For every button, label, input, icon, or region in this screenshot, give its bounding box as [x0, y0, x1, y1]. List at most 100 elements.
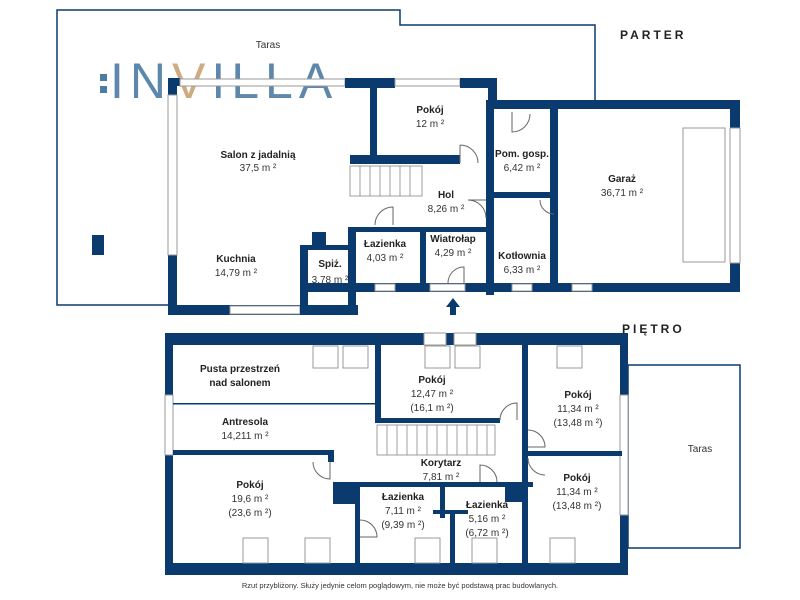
wall — [440, 485, 445, 518]
svg-text:19,6 m ²: 19,6 m ² — [232, 494, 269, 505]
svg-text:Kotłownia: Kotłownia — [498, 251, 546, 262]
door — [479, 464, 498, 483]
door — [359, 519, 378, 538]
door — [511, 112, 531, 133]
wall — [165, 563, 628, 575]
svg-text:Salon z jadalnią: Salon z jadalnią — [220, 150, 295, 161]
wall — [333, 482, 355, 504]
svg-text:4,29 m ²: 4,29 m ² — [435, 248, 472, 259]
svg-text:Kuchnia: Kuchnia — [216, 254, 256, 265]
wall — [333, 482, 533, 487]
wall — [522, 451, 622, 456]
room-label: Pusta przestrzeń nad salonem — [200, 364, 280, 389]
window — [167, 94, 178, 256]
svg-text:7,81 m ²: 7,81 m ² — [423, 472, 460, 483]
wall — [300, 245, 350, 250]
ground-floor-title: PARTER — [620, 28, 686, 42]
svg-text:Pokój: Pokój — [236, 480, 263, 491]
svg-text:Pokój: Pokój — [563, 473, 590, 484]
wall — [350, 155, 460, 164]
door — [374, 206, 394, 226]
wall — [328, 450, 334, 462]
terrace-outline — [627, 364, 741, 549]
roof-window — [471, 537, 498, 564]
roof-window — [424, 345, 451, 369]
room-label: Garaż 36,71 m ² — [601, 174, 644, 199]
roof-window — [414, 537, 441, 564]
svg-text:Korytarz: Korytarz — [421, 458, 462, 469]
staircase — [376, 424, 496, 456]
svg-text:(9,39 m ²): (9,39 m ²) — [381, 520, 424, 531]
window — [511, 283, 533, 292]
room-label: Salon z jadalnią 37,5 m ² — [220, 150, 295, 174]
roof-window — [549, 537, 576, 564]
window — [374, 283, 396, 292]
divider-line — [173, 403, 375, 405]
room-label: Pom. gosp.6,42 m ² — [495, 149, 549, 174]
svg-text:37,5 m ²: 37,5 m ² — [240, 163, 277, 174]
room-label: Spiż.3,78 m ² — [312, 259, 349, 286]
window — [729, 127, 741, 264]
window — [229, 305, 301, 315]
wall — [312, 232, 326, 247]
svg-text:(23,6 m ²): (23,6 m ²) — [228, 508, 271, 519]
roof-window — [242, 537, 269, 564]
svg-text:Pom. gosp.: Pom. gosp. — [495, 149, 549, 160]
first-floor-title: PIĘTRO — [622, 322, 685, 336]
svg-text:(13,48 m ²): (13,48 m ²) — [554, 418, 603, 429]
wall — [460, 78, 497, 88]
door — [459, 144, 479, 164]
door — [539, 199, 555, 215]
door — [527, 429, 546, 448]
svg-text:(6,72 m ²): (6,72 m ²) — [465, 528, 508, 539]
svg-text:36,71 m ²: 36,71 m ² — [601, 188, 644, 199]
svg-text:Antresola: Antresola — [222, 417, 269, 428]
svg-text:Garaż: Garaż — [608, 174, 636, 185]
roof-window — [423, 332, 447, 346]
roof-window — [312, 345, 339, 369]
door — [447, 266, 465, 284]
svg-text:Łazienka: Łazienka — [382, 492, 425, 503]
first-floor-plan: PIĘTRO Taras — [164, 322, 741, 575]
room-label: Korytarz 7,81 m ² — [421, 458, 462, 483]
wall — [370, 78, 377, 163]
svg-text:Łazienka: Łazienka — [466, 500, 509, 511]
window — [571, 283, 593, 292]
svg-text:nad salonem: nad salonem — [209, 378, 270, 389]
roof-window — [556, 345, 583, 369]
staircase — [349, 165, 423, 197]
wall — [488, 78, 497, 108]
wall — [420, 227, 426, 287]
window — [164, 394, 174, 456]
svg-text:Pokój: Pokój — [416, 105, 443, 116]
window — [179, 78, 346, 87]
svg-text:12 m ²: 12 m ² — [416, 119, 445, 130]
svg-text:Łazienka: Łazienka — [364, 239, 407, 250]
wall — [488, 100, 740, 109]
pillar — [92, 235, 104, 255]
svg-text:Spiż.: Spiż. — [318, 259, 342, 270]
svg-text:(16,1 m ²): (16,1 m ²) — [410, 403, 453, 414]
svg-text:Pusta przestrzeń: Pusta przestrzeń — [200, 364, 280, 375]
window — [394, 78, 461, 87]
door — [527, 457, 546, 476]
wall — [348, 227, 356, 315]
wall — [348, 227, 488, 232]
door — [499, 402, 518, 421]
wall — [165, 333, 628, 345]
wall — [168, 78, 180, 86]
room-label: Pokój 19,6 m ² (23,6 m ²) — [228, 480, 271, 519]
disclaimer-note: Rzut przybliżony. Służy jedynie celom po… — [242, 581, 558, 590]
svg-text:8,26 m ²: 8,26 m ² — [428, 204, 465, 215]
